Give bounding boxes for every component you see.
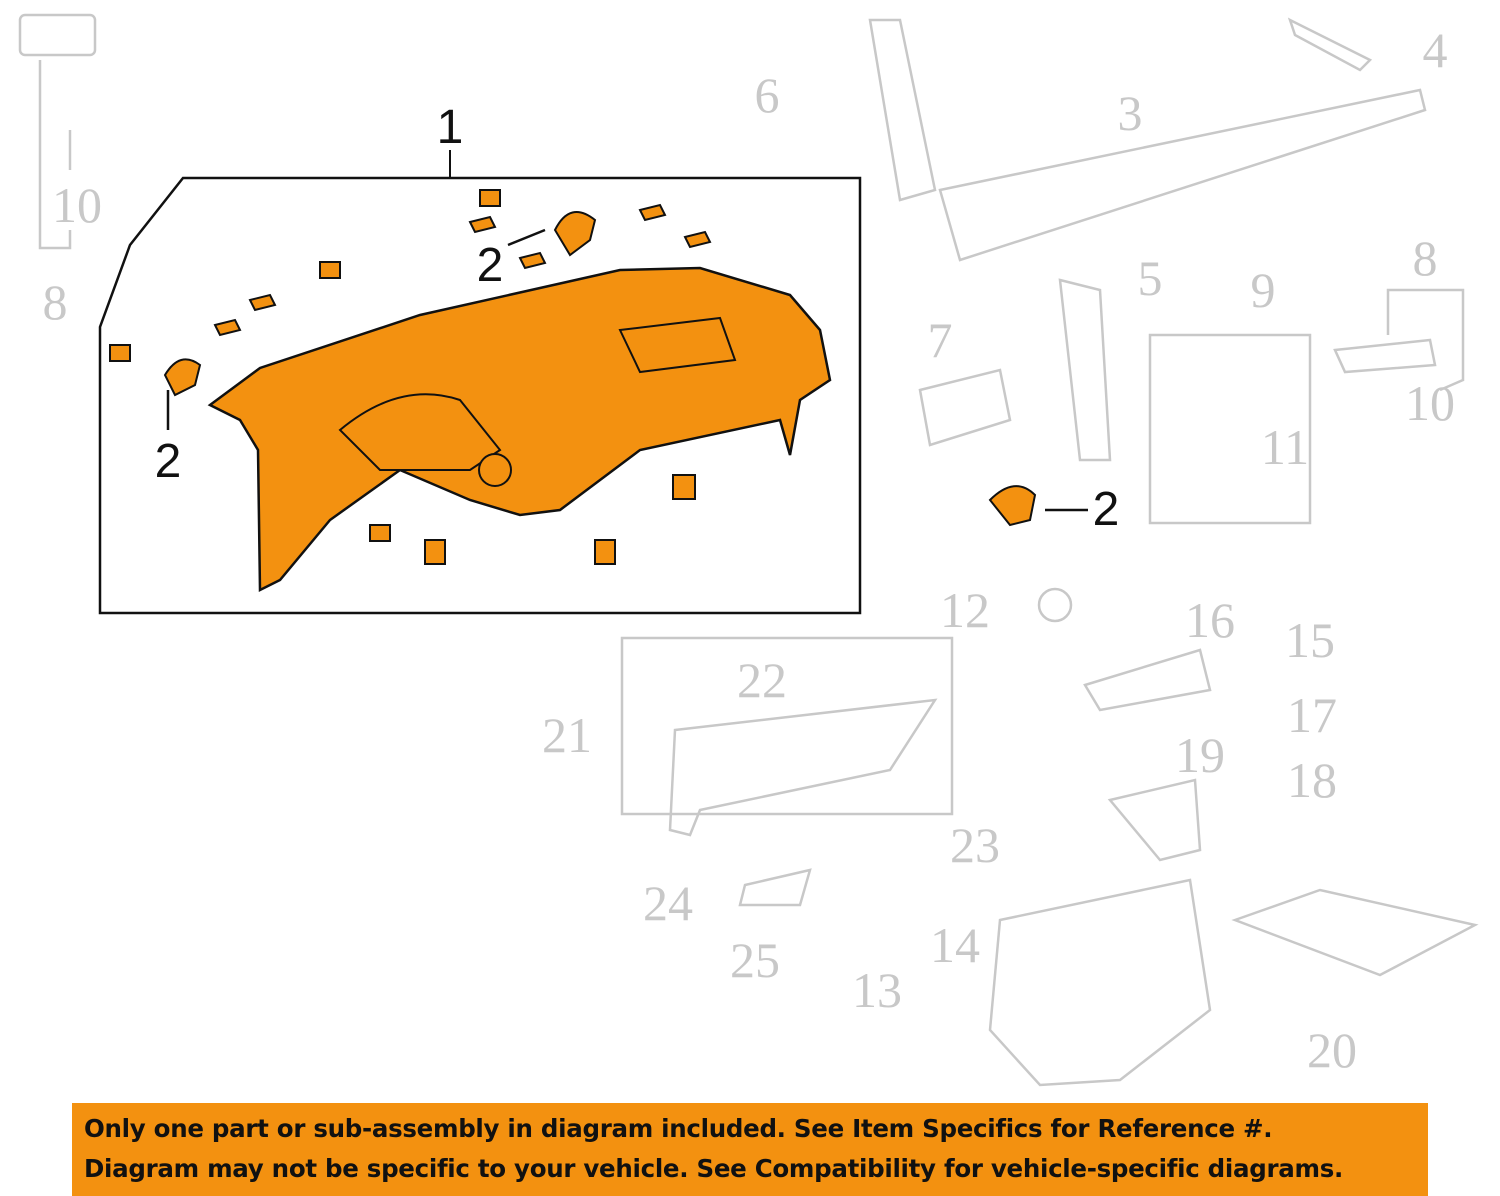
callout-2: 2: [476, 239, 504, 292]
callout-6: 6: [754, 67, 780, 123]
disclaimer-line-2: Diagram may not be specific to your vehi…: [84, 1154, 1343, 1183]
clips-highlighted: [109, 189, 1037, 565]
ghost-parts: [18, 13, 1479, 1087]
disclaimer-line-1: Only one part or sub-assembly in diagram…: [84, 1114, 1273, 1143]
callout-2: 2: [154, 435, 182, 488]
callout-10: 10: [1405, 375, 1455, 431]
instrument-panel-highlighted: [207, 266, 832, 593]
callout-25: 25: [730, 932, 780, 988]
callout-13: 13: [852, 962, 902, 1018]
callout-5: 5: [1137, 250, 1163, 306]
callout-2: 2: [1092, 483, 1120, 536]
callout-8: 8: [42, 274, 68, 330]
callout-3: 3: [1117, 85, 1143, 141]
callout-23: 23: [950, 817, 1000, 873]
callout-15: 15: [1285, 612, 1335, 668]
callout-17: 17: [1287, 687, 1337, 743]
callout-9: 9: [1250, 262, 1276, 318]
callout-16: 16: [1185, 592, 1235, 648]
callout-21: 21: [542, 707, 592, 763]
callout-11: 11: [1260, 419, 1310, 475]
callout-24: 24: [643, 875, 693, 931]
callout-18: 18: [1287, 752, 1337, 808]
callout-7: 7: [927, 312, 953, 368]
callout-4: 4: [1422, 22, 1448, 78]
callout-12: 12: [940, 582, 990, 638]
callout-10: 10: [52, 177, 102, 233]
callout-14: 14: [930, 917, 980, 973]
callout-19: 19: [1175, 727, 1225, 783]
part-1-group-box: [98, 176, 862, 615]
callout-20: 20: [1307, 1022, 1357, 1078]
callout-1: 1: [436, 101, 464, 154]
callout-8: 8: [1412, 230, 1438, 286]
callout-22: 22: [737, 652, 787, 708]
disclaimer-banner: Only one part or sub-assembly in diagram…: [72, 1103, 1428, 1196]
